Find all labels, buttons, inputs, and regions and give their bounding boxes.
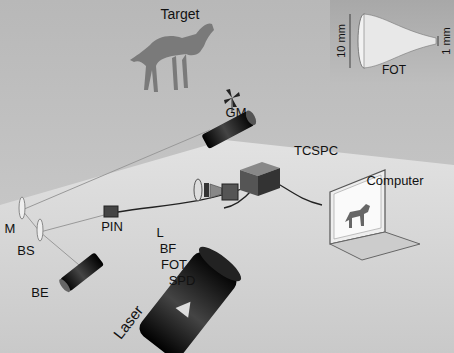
beam-splitter bbox=[37, 219, 43, 241]
part-label: M bbox=[5, 222, 16, 235]
target-label: Target bbox=[161, 7, 200, 21]
dimension-label: 1 mm bbox=[440, 27, 451, 55]
fiber-optic-taper bbox=[210, 184, 222, 198]
cable bbox=[118, 178, 322, 212]
beam-expander bbox=[57, 252, 104, 294]
dimension-line bbox=[438, 36, 439, 46]
pin-detector bbox=[104, 206, 118, 217]
optical-table bbox=[0, 140, 454, 353]
part-label: GM bbox=[226, 106, 247, 119]
fiber-optic-taper bbox=[364, 14, 436, 68]
mirror bbox=[19, 197, 25, 219]
lens bbox=[194, 179, 202, 201]
part-label: FOT bbox=[161, 258, 187, 271]
tcspc-box bbox=[240, 170, 258, 196]
horse-target bbox=[130, 23, 214, 92]
part-label: L bbox=[156, 226, 163, 239]
dimension-line bbox=[350, 14, 351, 68]
part-label: TCSPC bbox=[294, 144, 338, 157]
part-label: Laser bbox=[111, 303, 146, 342]
spd-detector bbox=[222, 184, 238, 200]
part-label: BE bbox=[31, 286, 48, 299]
tcspc-box bbox=[258, 168, 280, 196]
part-label: FOT bbox=[382, 64, 406, 76]
part-label: PIN bbox=[101, 220, 123, 233]
inset-panel bbox=[330, 0, 454, 82]
laser-source bbox=[135, 242, 245, 353]
beam-path bbox=[22, 130, 210, 270]
part-label: Computer bbox=[366, 174, 423, 187]
part-label: BS bbox=[17, 244, 34, 257]
band-filter bbox=[204, 183, 209, 197]
part-label: SPD bbox=[169, 274, 196, 287]
dimension-label: 10 mm bbox=[336, 24, 347, 58]
part-label: BF bbox=[160, 242, 177, 255]
